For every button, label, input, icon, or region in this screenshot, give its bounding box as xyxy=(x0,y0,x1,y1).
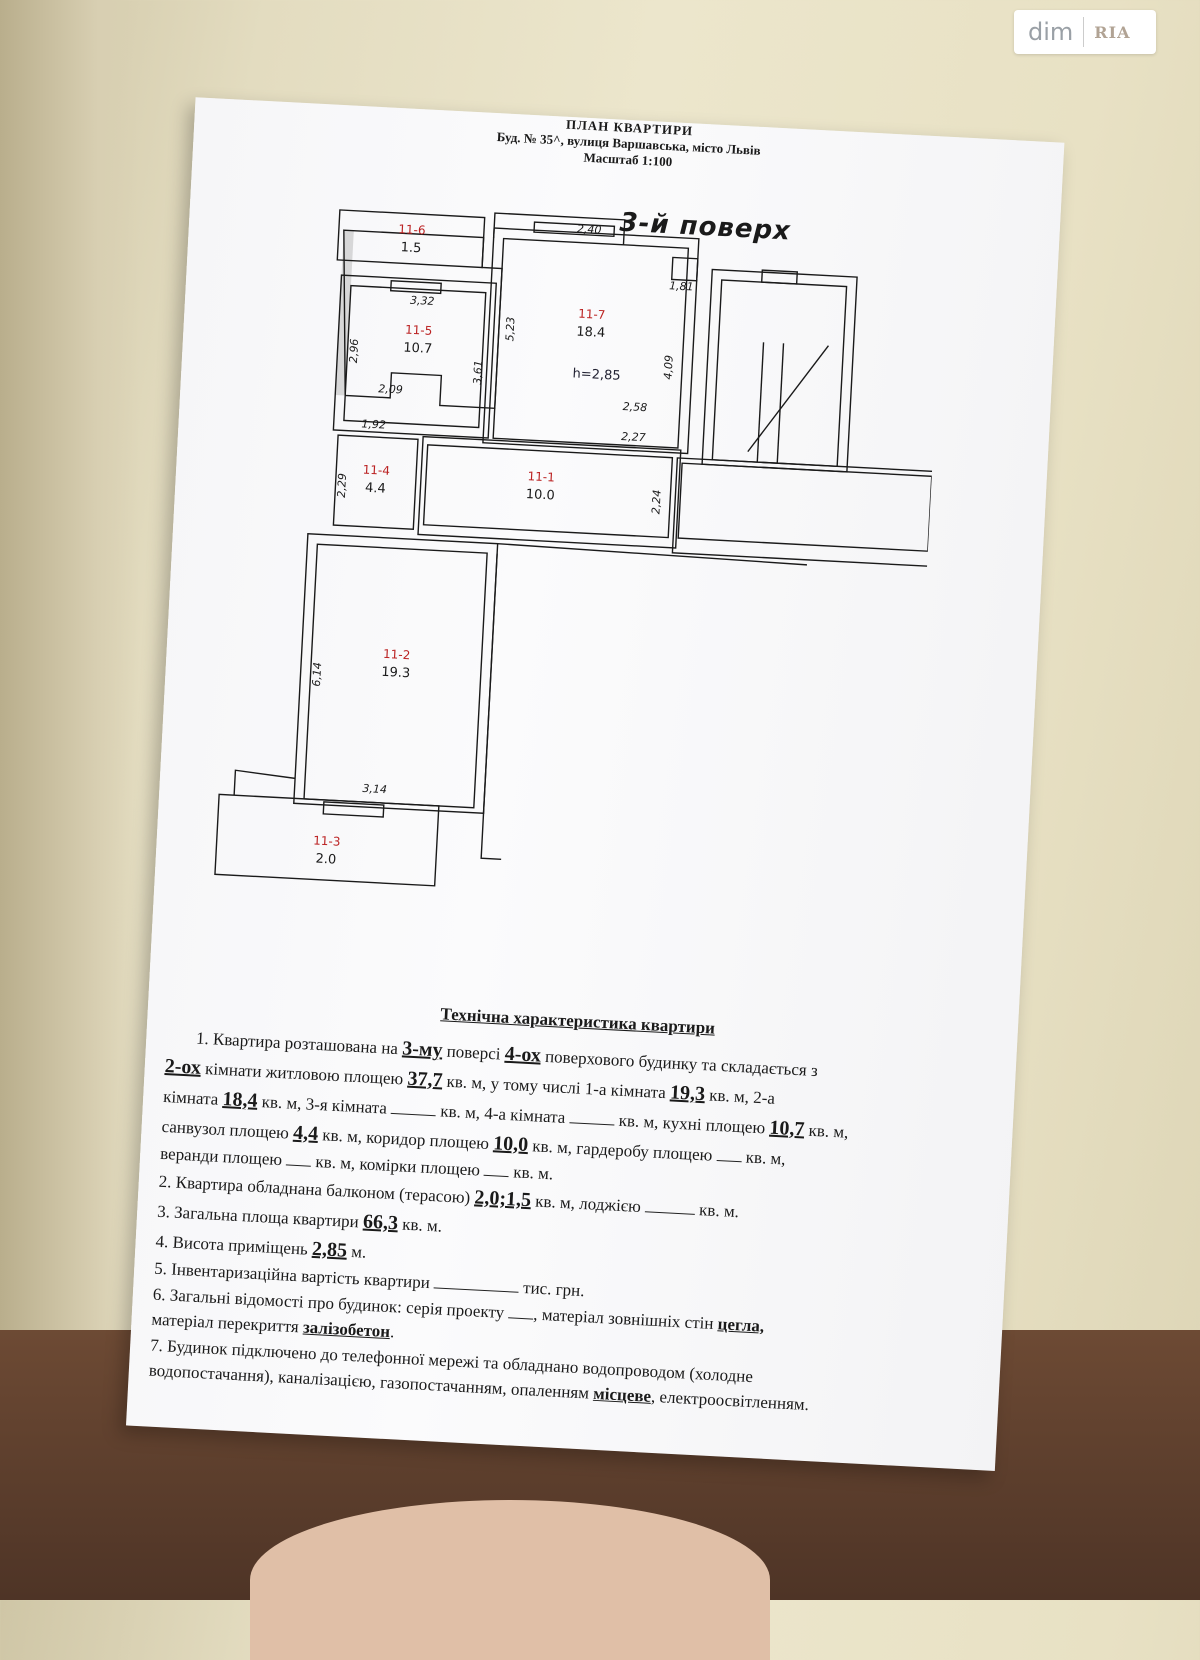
dim-ria-watermark: dim RIA xyxy=(1014,10,1156,54)
spec-text: кв. м. xyxy=(512,1161,554,1183)
living-area-value: 37,7 xyxy=(406,1067,444,1091)
room-11-3-area: 2.0 xyxy=(315,852,336,868)
ceiling-height-value: 2,85 xyxy=(311,1237,348,1262)
spec-text: кв. м, 2-а xyxy=(708,1084,776,1108)
blank-field xyxy=(716,1145,743,1162)
watermark-dim: dim xyxy=(1028,18,1074,46)
room-11-3-id: 11-3 xyxy=(313,833,341,848)
total-floors-value: 4-ох xyxy=(504,1042,542,1067)
room-11-2-id: 11-2 xyxy=(383,647,411,662)
hand-holding-paper xyxy=(250,1500,770,1660)
spec-text: кв. м, xyxy=(745,1146,787,1169)
room-11-7-id: 11-7 xyxy=(578,307,606,322)
floor-plan-drawing: 11-6 11-5 11-7 11-4 11-1 11-2 11-3 1.5 1… xyxy=(214,209,938,887)
dim-6-14: 6,14 xyxy=(310,662,324,687)
dim-2-24: 2,24 xyxy=(649,489,663,514)
balcony-area-value: 2,0;1,5 xyxy=(473,1186,532,1212)
blank-field xyxy=(390,1098,437,1116)
room-11-1-area: 10.0 xyxy=(525,487,555,503)
room-11-5-outline xyxy=(343,284,487,429)
room-11-4-outline xyxy=(332,434,419,530)
dim-3-61: 3,61 xyxy=(471,360,485,385)
dim-5-23: 5,23 xyxy=(503,316,517,341)
room-11-2-area: 19.3 xyxy=(381,665,411,681)
spec-text: кв. м, гардеробу площею xyxy=(531,1135,713,1165)
room-11-1-id: 11-1 xyxy=(527,469,555,484)
spec-text: поверсі xyxy=(446,1041,502,1063)
room-11-4-id: 11-4 xyxy=(362,463,390,478)
dim-1-92: 1,92 xyxy=(361,417,386,431)
room-labels: 11-6 11-5 11-7 11-4 11-1 11-2 11-3 xyxy=(313,222,606,849)
blank-field xyxy=(483,1160,510,1177)
room-11-6-area: 1.5 xyxy=(400,240,421,256)
room-11-7-outline xyxy=(492,237,690,449)
spec-text: кімнати житловою площею xyxy=(204,1058,404,1088)
ceiling-height-label: h=2,85 xyxy=(572,366,621,383)
room-11-3-outline xyxy=(214,793,440,887)
heating-type-value: місцеве xyxy=(592,1383,652,1406)
blank-field xyxy=(644,1197,696,1215)
dim-2-58: 2,58 xyxy=(622,400,647,414)
room-11-6-id: 11-6 xyxy=(398,222,426,237)
room-11-1-outline xyxy=(422,444,674,539)
ceiling-material-value: залізобетон xyxy=(302,1317,391,1342)
room-11-5-id: 11-5 xyxy=(405,323,433,338)
spec-text: санвузол площею xyxy=(161,1116,290,1143)
spec-text: кімната xyxy=(162,1086,219,1109)
spec-text: кв. м, xyxy=(808,1120,849,1142)
watermark-divider xyxy=(1083,17,1085,47)
dim-2-27: 2,27 xyxy=(621,430,646,444)
spec-text: кв. м, коридор площею xyxy=(321,1124,490,1153)
spec-text: веранди площею xyxy=(159,1143,283,1169)
room-11-7-area: 18.4 xyxy=(576,324,606,340)
spec-text: кв. м, кухні площею xyxy=(618,1110,766,1137)
spec-text: кв. м. xyxy=(698,1200,740,1222)
spec-text: тис. грн. xyxy=(522,1278,586,1301)
watermark-ria: RIA xyxy=(1094,22,1131,42)
blank-field xyxy=(569,1107,616,1126)
spec-text: , електроосвітленням. xyxy=(650,1386,810,1415)
total-area-value: 66,3 xyxy=(362,1210,399,1235)
blank-field xyxy=(433,1273,520,1293)
kitchen-area-value: 10,7 xyxy=(768,1116,806,1140)
spec-text: кв. м, 4-а кімната xyxy=(439,1100,566,1127)
dim-2-40: 2,40 xyxy=(577,222,602,236)
room-11-4-area: 4.4 xyxy=(365,481,386,497)
room-11-6-outline xyxy=(336,209,486,269)
spec-text: кв. м, 3-я кімната xyxy=(261,1091,388,1118)
spec-text: кв. м. xyxy=(401,1214,443,1236)
staircase-outline xyxy=(711,279,848,468)
spec-text: 4. Висота приміщень xyxy=(155,1231,309,1259)
dim-4-09: 4,09 xyxy=(661,355,675,380)
floor-plan-document: ПЛАН КВАРТИРИ Буд. № 35^, вулиця Варшавс… xyxy=(125,97,1065,1471)
spec-text: м. xyxy=(350,1241,367,1262)
floor-value: 3-му xyxy=(401,1036,444,1061)
dim-3-32: 3,32 xyxy=(410,294,435,308)
apartment-specifications: Технічна характеристика квартири 1. Квар… xyxy=(148,987,988,1426)
dim-2-96: 2,96 xyxy=(347,338,361,363)
room2-area-value: 18,4 xyxy=(222,1087,259,1112)
bathroom-area-value: 4,4 xyxy=(292,1121,319,1145)
spec-text: . xyxy=(389,1322,395,1342)
dim-2-29: 2,29 xyxy=(335,473,349,498)
dim-2-09: 2,09 xyxy=(378,382,403,396)
spec-text: кв. м, лоджією xyxy=(534,1191,642,1217)
blank-field xyxy=(508,1302,534,1320)
dim-3-14: 3,14 xyxy=(362,782,387,796)
rooms-count-value: 2-ох xyxy=(164,1054,202,1079)
spec-text: матеріал перекриття xyxy=(151,1309,300,1337)
room1-area-value: 19,3 xyxy=(669,1080,706,1105)
blank-field xyxy=(286,1149,312,1167)
document-header: ПЛАН КВАРТИРИ Буд. № 35^, вулиця Варшавс… xyxy=(193,97,1064,190)
dim-1-81: 1,81 xyxy=(669,279,694,293)
room-11-5-area: 10.7 xyxy=(403,340,433,356)
wall-material-value: цегла, xyxy=(717,1313,765,1336)
corridor-area-value: 10,0 xyxy=(492,1131,529,1156)
